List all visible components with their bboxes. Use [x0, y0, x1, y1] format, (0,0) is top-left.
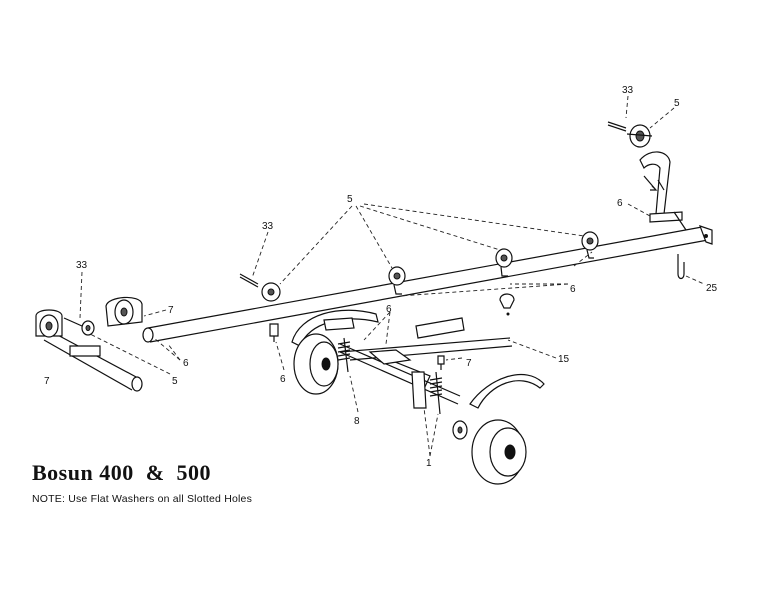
callout-7-axle: 7 — [466, 358, 472, 369]
bunk-roller-1 — [261, 282, 281, 302]
front-fender — [415, 317, 545, 409]
callout-6-stern: 6 — [183, 358, 189, 369]
callout-5-rollers: 5 — [347, 194, 353, 205]
callout-6-clip: 6 — [280, 374, 286, 385]
leader-lines — [79, 95, 705, 457]
stern-roller-left — [35, 309, 63, 338]
bow-winch-stand — [639, 151, 687, 231]
callout-15: 15 — [558, 354, 570, 365]
callout-25: 25 — [706, 283, 718, 294]
callout-6-fender: 6 — [386, 304, 392, 315]
callout-7-stern: 7 — [168, 305, 174, 316]
callout-5-bow: 5 — [674, 98, 680, 109]
main-frame-tube — [142, 225, 713, 343]
callout-6-tube: 6 — [570, 284, 576, 295]
callout-5-stern: 5 — [172, 376, 178, 387]
stern-cross-tube — [43, 331, 143, 392]
bunk-roller-3 — [495, 248, 513, 277]
right-wheel — [471, 419, 527, 485]
callout-8: 8 — [354, 416, 360, 427]
bolt-7 — [437, 355, 445, 370]
bracket-clip — [499, 293, 515, 316]
bunk-roller-4 — [581, 231, 599, 259]
callout-labels: 33 5 5 33 6 25 33 7 6 5 6 6 7 15 8 1 6 7 — [44, 85, 718, 469]
callout-1: 1 — [426, 458, 432, 469]
rear-fender — [291, 309, 379, 347]
callout-33-stern: 33 — [76, 260, 88, 271]
hub-washer — [452, 420, 468, 440]
diagram-note: NOTE: Use Flat Washers on all Slotted Ho… — [32, 493, 253, 505]
stern-roller-right — [105, 296, 143, 327]
diagram-title: Bosun 400 & 500 — [32, 460, 212, 485]
pin-33-middle — [239, 273, 259, 288]
u-bolt-clip — [269, 323, 279, 342]
callout-33-middle: 33 — [262, 221, 274, 232]
bow-roller — [626, 124, 653, 148]
callout-7-left: 7 — [44, 376, 50, 387]
callout-6-bow: 6 — [617, 198, 623, 209]
stern-pin — [63, 317, 83, 327]
shock-absorber-left — [337, 337, 351, 373]
axle-assembly — [339, 337, 513, 407]
shock-absorber-right — [411, 371, 443, 415]
stern-roller-spool — [81, 320, 95, 336]
bow-roller-pin — [607, 121, 627, 132]
callout-33-bow: 33 — [622, 85, 634, 96]
j-hook — [677, 254, 685, 280]
bunk-roller-2 — [388, 266, 406, 295]
left-wheel — [293, 333, 339, 395]
